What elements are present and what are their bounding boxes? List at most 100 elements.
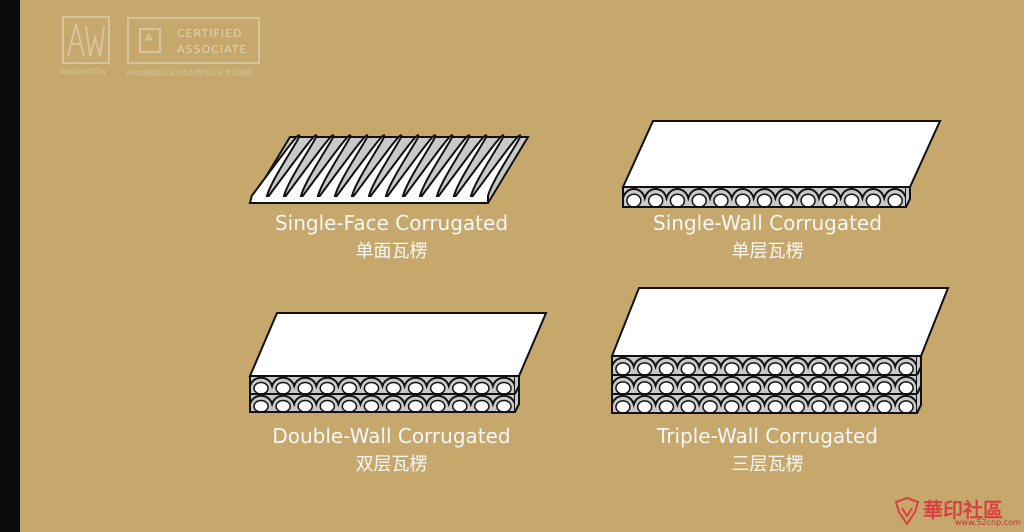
flute-cell	[876, 362, 893, 376]
flute-cell	[297, 381, 314, 395]
flute-cell	[658, 381, 675, 395]
flute-cell	[636, 400, 653, 414]
flute-wave	[622, 188, 907, 202]
flute-cell	[778, 193, 794, 208]
flute-cell	[385, 399, 402, 413]
flute-cell	[898, 362, 914, 376]
caption-single-wall: Single-Wall Corrugated 单层瓦楞	[626, 211, 909, 264]
flute-cell	[275, 381, 291, 395]
flute-cell	[319, 399, 336, 413]
top-liner-sheet	[610, 287, 950, 357]
flute-cell	[658, 400, 675, 414]
flute-cell	[854, 400, 871, 414]
flute-cell	[811, 362, 827, 376]
single-face-illustration	[248, 134, 530, 204]
flute-cell	[615, 400, 631, 414]
caption-zh: 单面瓦楞	[355, 241, 428, 262]
flute-cell	[724, 362, 740, 376]
single-wall-illustration	[621, 120, 942, 208]
flute-cell	[898, 381, 914, 395]
forum-watermark: 華印社區 www.52cnp.com	[893, 494, 1021, 528]
triple-wall-illustration	[610, 287, 950, 414]
flute-wave	[611, 394, 918, 409]
flute-cell	[407, 381, 424, 395]
flute-cell	[833, 381, 849, 395]
flute-wave	[249, 394, 516, 408]
caption-double-wall: Double-Wall Corrugated 双层瓦楞	[250, 424, 533, 477]
flute-side	[916, 385, 922, 414]
flute-cell	[451, 381, 468, 395]
flute-cell	[789, 381, 805, 395]
flute-cell	[800, 193, 816, 208]
double-wall-illustration	[248, 312, 548, 413]
flute-cell	[385, 381, 402, 395]
aca-certified-text: CERTIFIED	[177, 27, 243, 40]
flute-cell	[745, 400, 762, 414]
caption-triple-wall: Triple-Wall Corrugated 三层瓦楞	[626, 424, 909, 477]
flute-cell	[876, 400, 893, 414]
flute-cell	[680, 400, 696, 414]
flute-cell	[865, 193, 882, 208]
flute-cell	[636, 362, 653, 376]
flute-cell	[767, 362, 784, 376]
watermark-url: www.52cnp.com	[955, 518, 1021, 527]
flute-cell	[474, 381, 490, 395]
flute-cell	[833, 400, 849, 414]
flute-cell	[636, 381, 653, 395]
flute-cell	[275, 399, 291, 413]
flute-cell	[854, 362, 871, 376]
flute-wave	[611, 375, 918, 390]
caption-en: Double-Wall Corrugated	[272, 424, 511, 448]
caption-single-face: Single-Face Corrugated 单面瓦楞	[250, 211, 533, 264]
flute-cell	[898, 400, 914, 414]
flute-cell	[615, 362, 631, 376]
aca-badge: A CERTIFIED ASSOCIATE	[127, 17, 260, 64]
flute-cell	[429, 381, 446, 395]
aworkzon-logo-text: AWORKZON	[60, 68, 107, 76]
aca-associate-text: ASSOCIATE	[177, 43, 248, 56]
flute-cell	[822, 193, 838, 208]
caption-en: Triple-Wall Corrugated	[656, 424, 878, 448]
flute-cell	[887, 193, 903, 208]
flute-cell	[876, 381, 893, 395]
caption-zh: 单层瓦楞	[731, 241, 804, 262]
flute-cell	[680, 362, 696, 376]
flute-cell	[363, 399, 380, 413]
flute-cell	[745, 362, 762, 376]
flute-cell	[724, 400, 740, 414]
adobe-icon: A	[139, 28, 161, 53]
flute-cell	[702, 400, 718, 414]
flute-cell	[843, 193, 860, 208]
flute-cell	[702, 362, 718, 376]
flute-cell	[496, 381, 512, 395]
flute-cell	[713, 193, 729, 208]
aca-subtitle: Adobe国际认证(ACA)官方认证学习教程	[126, 69, 252, 77]
flute-cell	[297, 399, 314, 413]
flute-cell	[767, 381, 784, 395]
caption-en: Single-Face Corrugated	[274, 211, 509, 235]
flute-wave	[611, 356, 918, 371]
flute-cell	[724, 381, 740, 395]
flute-wave	[249, 376, 516, 390]
flute-cell	[789, 362, 805, 376]
flute-cell	[647, 193, 664, 208]
caption-zh: 三层瓦楞	[731, 454, 804, 475]
flute-cell	[341, 381, 358, 395]
flute-cell	[363, 381, 380, 395]
left-letterbox-bar	[0, 0, 20, 532]
flute-cell	[253, 399, 269, 413]
single-face-flutes	[248, 134, 522, 204]
hua-emblem-icon	[894, 496, 920, 526]
flute-cell	[253, 381, 269, 395]
top-liner-sheet	[621, 120, 942, 188]
flute-cell	[833, 362, 849, 376]
flute-cell	[680, 381, 696, 395]
flute-cell	[615, 381, 631, 395]
watermark-text: 華印社區	[923, 498, 1003, 522]
flute-cell	[811, 400, 827, 414]
flute-cell	[341, 399, 358, 413]
flute-cell	[429, 399, 446, 413]
flute-cell	[474, 399, 490, 413]
caption-en: Single-Wall Corrugated	[653, 211, 882, 235]
